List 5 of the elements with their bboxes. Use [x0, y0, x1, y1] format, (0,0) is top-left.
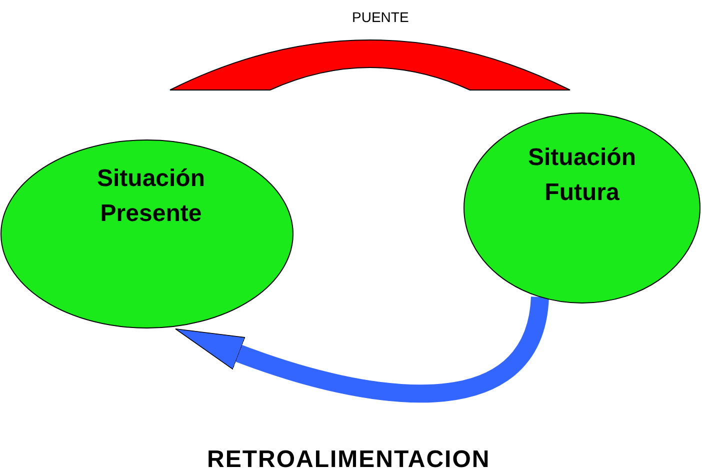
curved-arrow: [174, 296, 549, 402]
bridge-band: [170, 40, 570, 90]
node-label: Situación Presente: [96, 164, 206, 229]
node-label: Situación Futura: [526, 143, 637, 208]
edge-label: PUENTE: [352, 9, 409, 25]
